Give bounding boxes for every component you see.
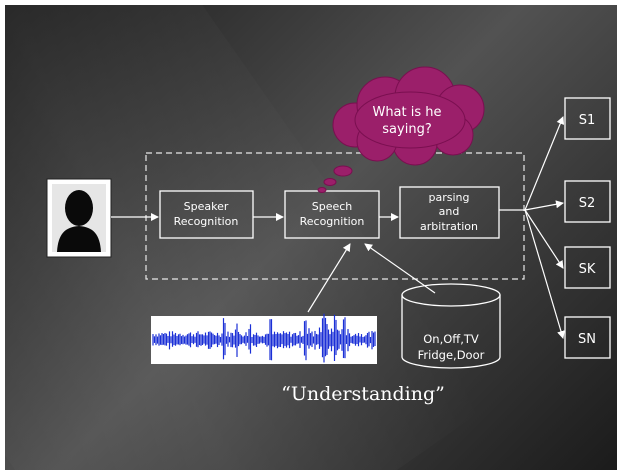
speaker-recognition-box: Speaker Recognition	[159, 190, 254, 239]
arrow-to-s2	[524, 200, 564, 211]
output-s2-label: S2	[579, 196, 596, 211]
parsing-arbitration-box: parsing and arbitration	[399, 186, 500, 239]
thought-bubble: What is he saying?	[317, 66, 485, 193]
processing-boundary	[145, 152, 525, 280]
speech-recognition-box: Speech Recognition	[284, 190, 380, 239]
vocabulary-database: On,Off,TV Fridge,Door	[401, 283, 501, 369]
person-silhouette-icon	[46, 178, 112, 258]
output-box-sk: SK	[564, 246, 611, 289]
output-box-s1: S1	[564, 97, 611, 140]
output-sn-label: SN	[578, 332, 596, 347]
diagram-canvas: Speaker Recognition Speech Recognition p…	[46, 66, 611, 405]
understanding-caption: “Understanding”	[281, 383, 445, 405]
speech-recognition-line2: Recognition	[300, 215, 365, 228]
arrow-waveform-to-speech	[307, 243, 351, 313]
bubble-dot-medium	[323, 178, 337, 186]
database-line2: Fridge,Door	[418, 348, 485, 362]
parsing-line2: and	[439, 205, 460, 218]
slide: Speaker Recognition Speech Recognition p…	[5, 5, 617, 470]
parsing-line3: arbitration	[420, 220, 478, 233]
bubble-dot-large	[333, 165, 353, 177]
speaker-recognition-line1: Speaker	[184, 200, 229, 213]
speaker-recognition-line2: Recognition	[174, 215, 239, 228]
thought-bubble-line2: saying?	[382, 122, 431, 137]
arrow-to-sn	[524, 209, 565, 339]
database-line1: On,Off,TV	[423, 332, 479, 346]
audio-waveform-icon	[151, 313, 377, 364]
speech-recognition-line1: Speech	[312, 200, 353, 213]
output-box-sn: SN	[564, 316, 611, 359]
output-sk-label: SK	[579, 262, 596, 277]
output-box-s2: S2	[564, 180, 611, 223]
parsing-line1: parsing	[429, 191, 470, 204]
arrow-database-to-speech	[364, 243, 436, 294]
thought-bubble-line1: What is he	[372, 105, 441, 120]
bubble-dot-small	[317, 187, 327, 193]
arrow-to-sk	[524, 209, 564, 269]
arrow-to-s1	[524, 116, 565, 211]
output-s1-label: S1	[579, 113, 596, 128]
